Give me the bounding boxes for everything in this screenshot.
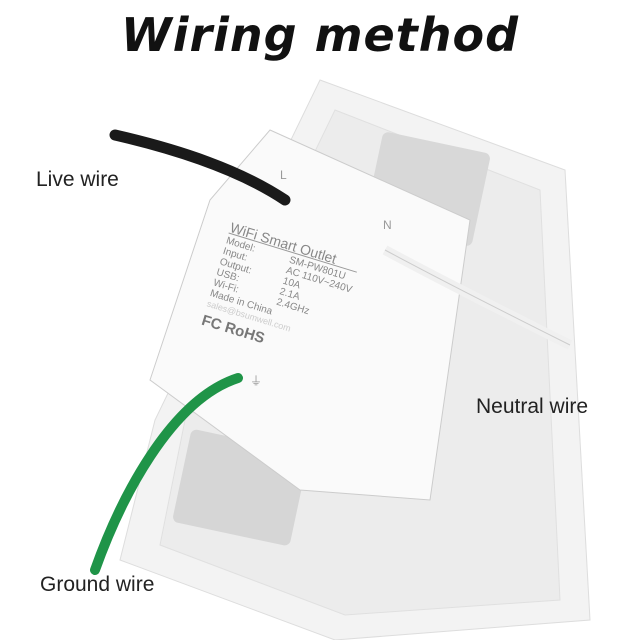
terminal-neutral: N [383, 218, 392, 232]
live-wire [109, 129, 291, 206]
ground-wire [90, 373, 243, 575]
terminal-live: L [280, 168, 287, 182]
live-wire-label: Live wire [36, 168, 119, 191]
page-title: Wiring method [120, 8, 520, 62]
neutral-wire-outline [384, 249, 571, 346]
neutral-wire-label: Neutral wire [476, 395, 589, 418]
terminal-ground: ⏚ [250, 374, 263, 388]
ground-wire-label: Ground wire [40, 573, 155, 596]
smart-outlet-body [149, 129, 471, 501]
